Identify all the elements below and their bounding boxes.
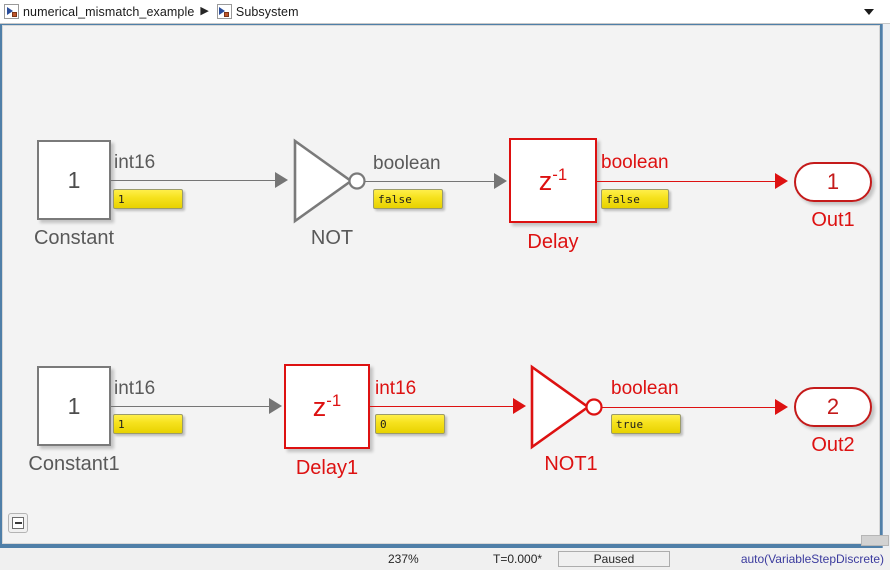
block-delay1-label: Delay1 — [295, 457, 359, 479]
signal-arrow-delay1-input — [269, 398, 282, 414]
signal-value-badge-not-out: false — [373, 189, 443, 209]
signal-line-not-to-delay[interactable] — [365, 181, 497, 182]
block-outport-1[interactable]: 1 — [794, 162, 872, 202]
block-outport-2-number: 2 — [826, 394, 840, 419]
subsystem-icon — [4, 4, 19, 19]
block-outport-1-number: 1 — [826, 169, 840, 194]
status-zoom-level[interactable]: 237% — [388, 552, 419, 566]
signal-value-badge-constant-out: 1 — [113, 189, 183, 209]
block-constant1-value: 1 — [67, 392, 81, 419]
chevron-down-icon — [864, 9, 874, 15]
signal-line-delay-to-out1[interactable] — [597, 181, 782, 182]
signal-arrow-out1-input — [775, 173, 788, 189]
signal-type-label-not1-out: boolean — [611, 378, 679, 399]
signal-line-constant-to-not[interactable] — [111, 180, 276, 181]
block-constant-label: Constant — [33, 227, 115, 249]
signal-arrow-out2-input — [775, 399, 788, 415]
block-not1-label: NOT1 — [544, 453, 598, 475]
subsystem-icon — [216, 4, 232, 19]
signal-line-not1-to-out2[interactable] — [602, 407, 782, 408]
block-not[interactable] — [293, 138, 371, 224]
block-outport-2[interactable]: 2 — [794, 387, 872, 427]
status-simulation-state[interactable]: Paused — [558, 551, 670, 567]
block-not1[interactable] — [530, 364, 610, 450]
breadcrumb-current-label: Subsystem — [235, 4, 299, 19]
signal-arrow-delay-input — [494, 173, 507, 189]
signal-type-label-delay1-out: int16 — [375, 378, 417, 399]
signal-type-label-constant-out: int16 — [114, 152, 156, 173]
status-solver-link[interactable]: auto(VariableStepDiscrete) — [740, 552, 884, 566]
block-delay-label: Delay — [527, 231, 579, 253]
signal-type-label-not-out: boolean — [373, 153, 441, 174]
collapse-minus-icon — [12, 517, 24, 529]
canvas-right-gutter — [861, 24, 890, 548]
breadcrumb-dropdown-button[interactable] — [856, 0, 882, 24]
signal-value-badge-delay-out: false — [601, 189, 669, 209]
block-delay1-value: z-1 — [312, 390, 342, 422]
block-constant[interactable]: 1 — [37, 140, 111, 220]
block-outport-2-label: Out2 — [811, 434, 855, 456]
signal-line-delay1-to-not1[interactable] — [370, 406, 515, 407]
signal-value-badge-constant1-out: 1 — [113, 414, 183, 434]
horizontal-scrollbar-thumb[interactable] — [861, 535, 889, 546]
model-canvas[interactable]: 1 Constant int16 1 NOT boolean false — [2, 25, 880, 544]
block-constant1-label: Constant1 — [28, 453, 120, 475]
collapse-panel-button[interactable] — [8, 513, 28, 533]
block-constant-value: 1 — [67, 166, 81, 193]
breadcrumb-item-subsystem[interactable]: Subsystem — [213, 0, 301, 24]
block-delay1[interactable]: z-1 — [284, 364, 370, 449]
signal-value-badge-delay1-out: 0 — [375, 414, 445, 434]
block-delay-value: z-1 — [538, 164, 568, 196]
breadcrumb-root-label: numerical_mismatch_example — [23, 4, 195, 19]
block-constant1[interactable]: 1 — [37, 366, 111, 446]
signal-line-constant1-to-delay1[interactable] — [111, 406, 271, 407]
block-delay[interactable]: z-1 — [509, 138, 597, 223]
status-bar: 237% T=0.000* Paused auto(VariableStepDi… — [0, 548, 890, 570]
signal-type-label-delay-out: boolean — [601, 152, 669, 173]
breadcrumb: numerical_mismatch_example ▶ Subsystem — [0, 0, 890, 24]
block-not-label: NOT — [310, 227, 354, 249]
status-simulation-time: T=0.000* — [493, 552, 543, 566]
model-canvas-frame: 1 Constant int16 1 NOT boolean false — [0, 24, 890, 548]
signal-arrow-not1-input — [513, 398, 526, 414]
signal-type-label-constant1-out: int16 — [114, 378, 156, 399]
breadcrumb-separator-icon: ▶ — [200, 5, 209, 17]
block-outport-1-label: Out1 — [811, 209, 855, 231]
breadcrumb-item-root[interactable]: numerical_mismatch_example — [0, 0, 196, 24]
signal-arrow-not-input — [275, 172, 288, 188]
signal-value-badge-not1-out: true — [611, 414, 681, 434]
